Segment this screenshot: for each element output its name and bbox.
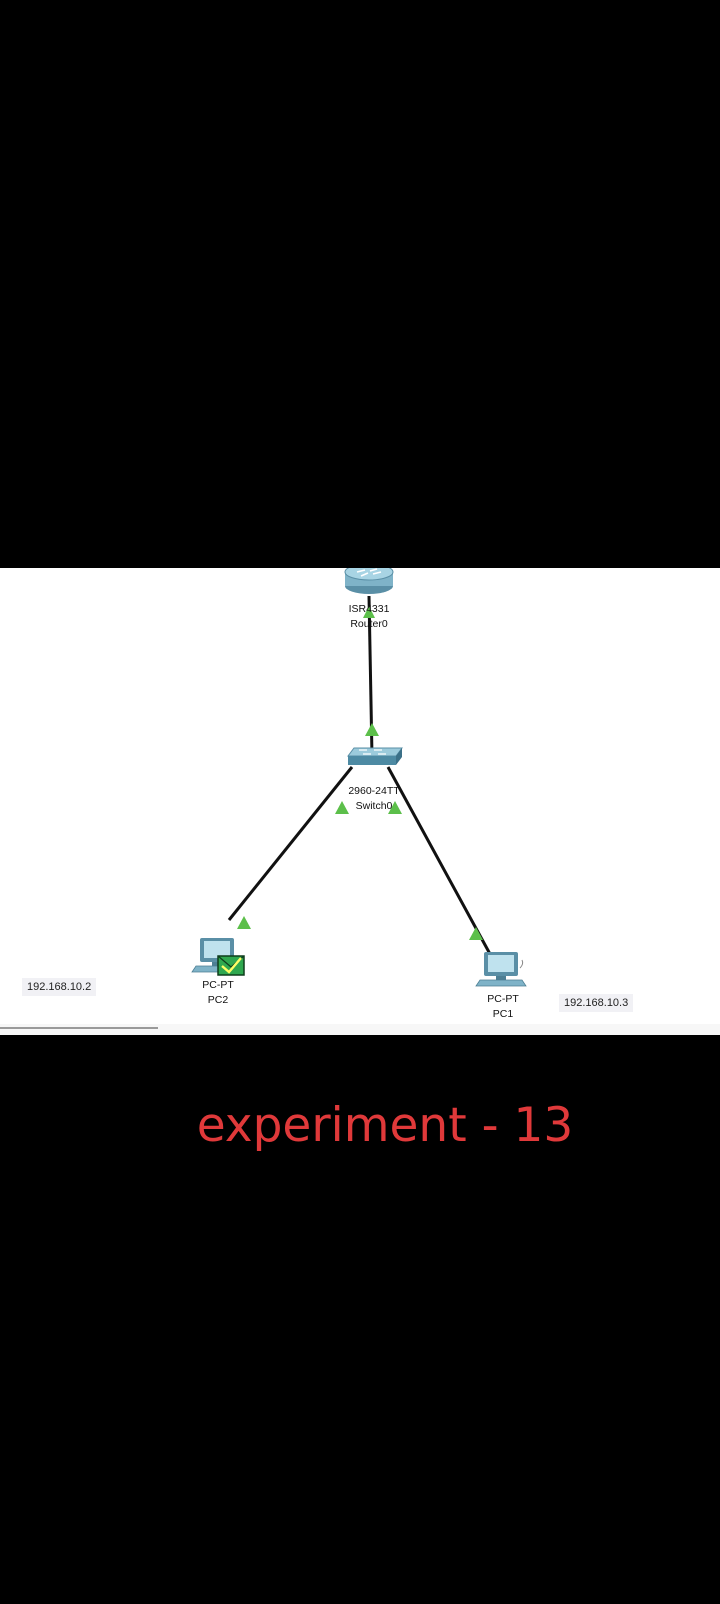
pc1-model: PC-PT [487, 993, 519, 1005]
link-light-switch0-left [335, 801, 349, 814]
topology-workspace[interactable]: ISR4331 Router0 2960-24TT Switch0 [0, 568, 720, 1035]
switch0-model: 2960-24TT [348, 785, 400, 797]
pc2-name: PC2 [208, 994, 229, 1006]
pc-icon [475, 952, 527, 987]
horizontal-scrollbar[interactable] [0, 1024, 720, 1035]
router0-model: ISR4331 [349, 603, 390, 615]
caption-text: experiment - 13 [196, 1098, 574, 1153]
link-light-pc2 [237, 916, 251, 929]
pdu-success-icon [217, 955, 245, 976]
link-light-switch0-right [388, 801, 402, 814]
pc2-model: PC-PT [202, 979, 234, 991]
switch0[interactable]: 2960-24TT Switch0 [347, 747, 403, 812]
note-pc1-ip[interactable]: 192.168.10.3 [559, 994, 634, 1012]
link-light-pc1 [469, 927, 483, 940]
link-light-router0 [363, 606, 375, 618]
switch-icon [347, 747, 403, 765]
router-icon [344, 568, 394, 594]
link-switch0-pc1 [386, 766, 492, 955]
link-light-switch0-up [365, 723, 379, 736]
pc1-name: PC1 [493, 1008, 514, 1020]
topology-diagram: ISR4331 Router0 2960-24TT Switch0 [191, 568, 527, 1020]
pc1[interactable]: PC-PT PC1 [475, 952, 527, 1020]
scrollbar-thumb[interactable] [0, 1027, 158, 1029]
switch0-name: Switch0 [356, 800, 393, 812]
router0-name: Router0 [350, 618, 388, 630]
link-switch0-pc2 [227, 766, 354, 921]
note-pc2-ip[interactable]: 192.168.10.2 [22, 978, 97, 996]
router0[interactable]: ISR4331 Router0 [344, 568, 394, 630]
pc2[interactable]: PC-PT PC2 [191, 938, 245, 1006]
